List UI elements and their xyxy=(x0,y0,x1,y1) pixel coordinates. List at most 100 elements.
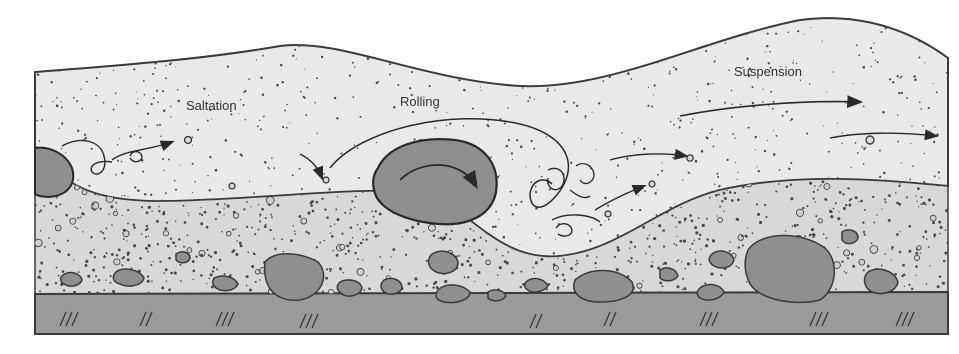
sediment-grain xyxy=(170,238,172,240)
sediment-grain xyxy=(259,216,260,217)
suspended-particle xyxy=(755,136,757,138)
sediment-grain xyxy=(870,245,878,253)
sediment-grain xyxy=(694,226,697,229)
sediment-grain xyxy=(102,232,104,234)
suspended-particle xyxy=(701,150,704,153)
sediment-grain xyxy=(283,251,285,253)
suspended-particle xyxy=(113,109,115,111)
sediment-grain xyxy=(695,252,696,253)
sediment-grain xyxy=(738,267,740,269)
suspended-particle xyxy=(175,189,177,191)
suspended-particle xyxy=(930,130,931,131)
suspended-particle xyxy=(806,133,808,135)
sediment-grain xyxy=(884,253,886,255)
suspended-particle xyxy=(511,152,513,154)
sediment-grain xyxy=(737,219,739,221)
suspended-particle xyxy=(144,193,146,195)
sediment-grain xyxy=(520,286,522,288)
suspended-particle xyxy=(199,39,200,40)
sediment-grain xyxy=(434,281,437,284)
suspended-particle xyxy=(596,40,598,42)
suspended-particle xyxy=(447,24,448,25)
suspended-particle xyxy=(692,118,694,120)
sediment-grain xyxy=(858,201,859,202)
suspended-particle xyxy=(914,79,916,81)
sediment-grain xyxy=(736,265,738,267)
suspended-particle xyxy=(194,181,195,182)
sediment-grain xyxy=(944,252,947,255)
sediment-grain xyxy=(224,273,226,275)
suspended-particle xyxy=(475,35,476,36)
sediment-grain xyxy=(575,271,576,272)
sediment-grain xyxy=(469,228,471,230)
sediment-grain xyxy=(270,214,272,216)
suspended-particle xyxy=(168,159,170,161)
suspended-particle xyxy=(731,116,733,118)
suspended-particle xyxy=(86,81,88,83)
suspended-particle xyxy=(788,168,790,170)
suspended-particle xyxy=(273,42,275,44)
suspended-particle xyxy=(682,179,683,180)
suspended-particle xyxy=(723,25,725,27)
suspended-particle xyxy=(150,194,152,196)
suspended-particle xyxy=(731,90,733,92)
sediment-grain xyxy=(227,231,232,236)
suspended-particle xyxy=(324,173,326,175)
sediment-grain xyxy=(213,266,216,269)
suspended-particle xyxy=(273,23,275,25)
sediment-grain xyxy=(532,267,534,269)
suspended-particle xyxy=(511,204,513,206)
sediment-grain xyxy=(461,263,464,266)
sediment-grain xyxy=(259,214,261,216)
sediment-grain xyxy=(354,252,356,254)
sediment-grain xyxy=(63,289,65,291)
suspended-particle xyxy=(415,49,416,50)
suspended-particle xyxy=(470,56,472,58)
sediment-grain xyxy=(79,207,81,209)
suspended-particle xyxy=(933,83,934,84)
sediment-grain xyxy=(326,268,328,270)
sediment-grain xyxy=(700,248,701,249)
sediment-grain xyxy=(227,205,230,208)
sediment-grain xyxy=(146,211,149,214)
suspended-particle xyxy=(883,172,886,175)
suspended-particle xyxy=(909,178,911,180)
sediment-grain xyxy=(820,184,821,185)
suspended-particle xyxy=(595,149,596,150)
sediment-grain xyxy=(485,240,487,242)
suspended-particle xyxy=(253,192,255,194)
suspended-particle xyxy=(620,45,621,46)
suspended-particle xyxy=(56,97,58,99)
suspended-particle xyxy=(803,33,804,34)
suspended-particle xyxy=(679,119,681,121)
suspended-particle xyxy=(534,99,535,100)
sediment-grain xyxy=(738,246,741,249)
suspended-particle xyxy=(851,167,852,168)
suspended-particle xyxy=(186,124,187,125)
sediment-grain xyxy=(939,233,941,235)
sediment-grain xyxy=(350,226,353,229)
sediment-grain xyxy=(108,213,109,214)
sediment-grain xyxy=(75,226,76,227)
sediment-grain xyxy=(179,264,181,266)
sediment-grain xyxy=(35,204,37,206)
suspended-particle xyxy=(543,36,545,38)
suspended-particle xyxy=(892,81,894,83)
suspended-particle xyxy=(535,48,536,49)
suspended-particle xyxy=(525,166,526,167)
suspended-particle xyxy=(863,66,866,69)
sediment-grain xyxy=(671,215,673,217)
sediment-grain xyxy=(323,240,324,241)
sediment-grain xyxy=(480,237,482,239)
sediment-grain xyxy=(881,208,882,209)
suspended-particle xyxy=(737,172,738,173)
suspended-particle xyxy=(203,88,205,90)
suspended-particle xyxy=(697,91,699,93)
suspended-particle xyxy=(899,77,900,78)
suspended-particle xyxy=(119,138,120,139)
sediment-grain xyxy=(239,242,242,245)
suspended-particle xyxy=(604,197,606,199)
suspended-particle xyxy=(923,181,925,183)
suspended-particle xyxy=(678,118,680,120)
